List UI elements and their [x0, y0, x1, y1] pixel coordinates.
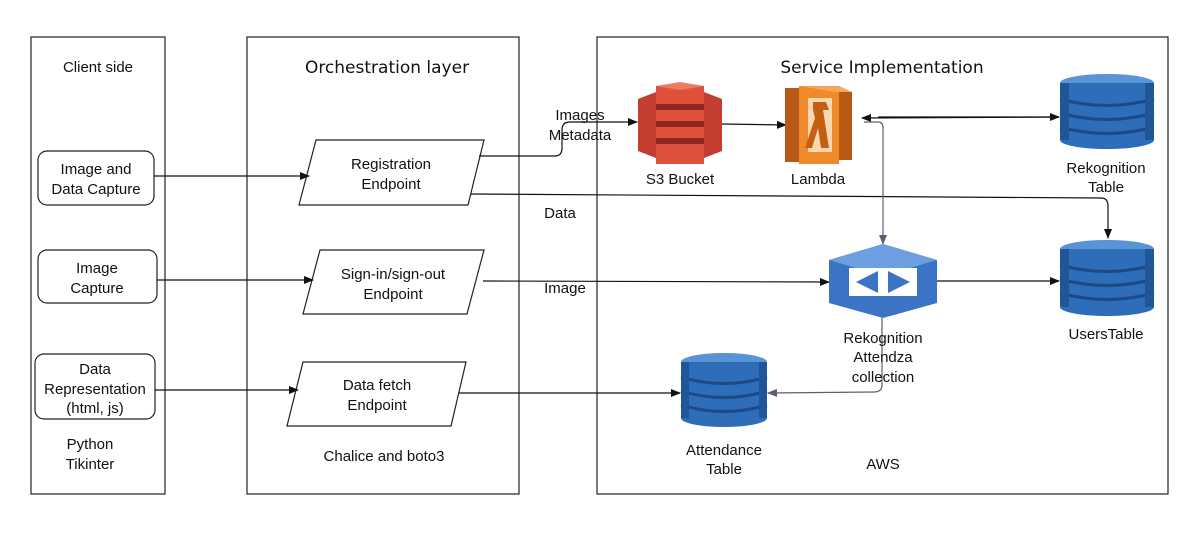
rekognition-collection-label: collection [852, 369, 915, 386]
s3-bucket-label: S3 Bucket [646, 171, 715, 188]
orchestration-title: Orchestration layer [305, 58, 469, 78]
client-side-panel [30, 36, 166, 495]
orchestration-panel [246, 36, 520, 495]
arrow-rekognition-table-to-lambda [861, 113, 1060, 122]
data-fetch-endpoint: Data fetch Endpoint [286, 361, 467, 427]
client-box-label: Data [79, 361, 111, 378]
users-table-label: UsersTable [1068, 326, 1143, 343]
flow-label-images: Images [555, 107, 604, 124]
rekognition-collection-label: Attendza [853, 349, 913, 366]
endpoint-label: Endpoint [347, 397, 407, 414]
users-table-icon [1059, 240, 1155, 316]
flow-label-data: Data [544, 205, 576, 222]
arrow-registration-to-s3 [479, 118, 638, 157]
client-box-label: (html, js) [66, 400, 124, 417]
rekognition-table-label: Rekognition [1066, 160, 1145, 177]
endpoint-label: Registration [351, 156, 431, 173]
aws-footer: AWS [866, 456, 900, 473]
client-box-label: Image [76, 260, 118, 277]
arrow-s3-to-lambda [721, 120, 787, 129]
rekognition-table-icon [1059, 74, 1155, 149]
rekognition-table-label: Table [1088, 179, 1124, 196]
client-box-label: Image and [61, 161, 132, 178]
orchestration-footer: Chalice and boto3 [324, 448, 445, 465]
client-side-title: Client side [63, 59, 133, 76]
client-box-label: Data Capture [51, 181, 140, 198]
lambda-label: Lambda [791, 171, 846, 188]
arrow-collection-to-attendance [767, 318, 883, 397]
service-title: Service Implementation [780, 58, 983, 78]
arrow-lambda-to-rekognition-collection [864, 121, 887, 245]
s3-bucket-icon [638, 82, 722, 164]
registration-endpoint: Registration Endpoint [298, 139, 485, 206]
rekognition-collection-label: Rekognition [843, 330, 922, 347]
client-box-label: Capture [70, 280, 123, 297]
endpoint-label: Endpoint [361, 176, 421, 193]
endpoint-label: Endpoint [363, 286, 423, 303]
arrow-signin-to-rekognition [482, 277, 830, 286]
endpoint-label: Data fetch [343, 377, 411, 394]
endpoint-label: Sign-in/sign-out [341, 266, 446, 283]
flow-label-metadata: Metadata [549, 127, 612, 144]
client-box-label: Representation [44, 381, 146, 398]
attendance-table-label: Attendance [686, 442, 762, 459]
client-footer-line2: Tikinter [66, 456, 115, 473]
service-panel [596, 36, 1169, 495]
sign-in-endpoint: Sign-in/sign-out Endpoint [302, 249, 485, 315]
rekognition-collection-icon [829, 244, 937, 318]
arrow-registration-to-users-table [470, 193, 1112, 239]
flow-label-image: Image [544, 280, 586, 297]
client-footer-line1: Python [67, 436, 114, 453]
attendance-table-icon [680, 353, 768, 427]
lambda-icon [785, 86, 852, 164]
attendance-table-label: Table [706, 461, 742, 478]
client-box-data-representation: Data Representation (html, js) [34, 353, 156, 420]
client-box-image-capture: Image Capture [37, 249, 158, 304]
client-box-image-data-capture: Image and Data Capture [37, 150, 155, 206]
